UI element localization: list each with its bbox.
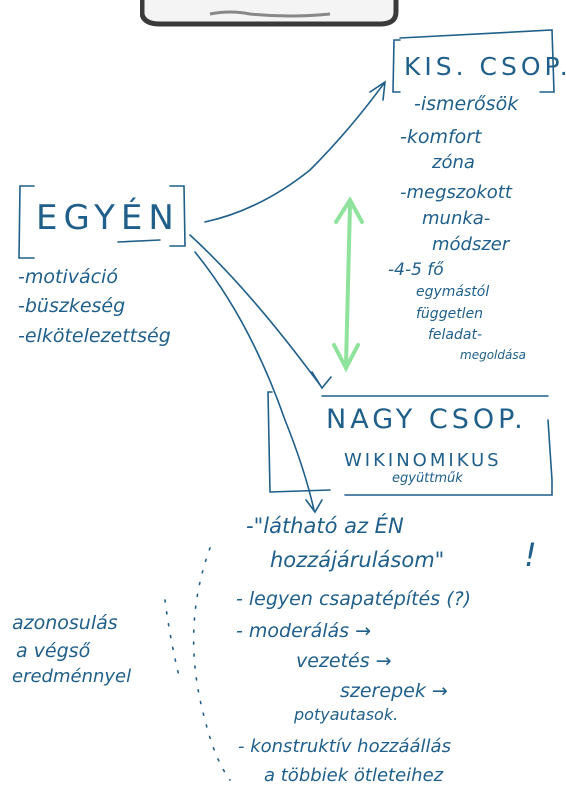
small-group-item: egymástól	[416, 284, 490, 300]
list-line: - konstruktív hozzáállás	[238, 736, 451, 757]
green-double-arrow	[332, 196, 364, 373]
line-to-list	[194, 251, 323, 514]
list-line: potyautasok.	[294, 705, 399, 724]
large-group-subtitle-2: együttműk	[392, 471, 463, 486]
small-group-item: zóna	[432, 152, 475, 173]
small-group-item: -ismerősök	[414, 93, 519, 115]
individual-item: -elkötelezettség	[18, 325, 171, 347]
list-line: -"látható az ÉN	[246, 514, 404, 538]
dotted-bracket	[192, 547, 231, 781]
list-line: hozzájárulásom"	[270, 548, 445, 572]
small-group-item: -4-5 fő	[388, 260, 444, 280]
small-group-item: független	[416, 306, 484, 322]
small-group-title: KIS. CSOP.	[404, 52, 566, 81]
side-note-line: eredménnyel	[12, 666, 132, 687]
arrow-to-small-group	[204, 80, 386, 223]
list-exclamation: !	[524, 536, 537, 574]
small-group-item: módszer	[432, 234, 510, 255]
individual-title: EGYÉN	[36, 198, 180, 238]
arrow-to-large-group	[189, 234, 332, 390]
small-group-item: -komfort	[400, 126, 482, 148]
list-line: vezetés →	[296, 650, 392, 672]
dotted-bracket-inner	[164, 599, 181, 681]
large-group-box	[267, 391, 553, 496]
small-group-item: -megszokott	[400, 182, 512, 203]
individual-box	[18, 185, 186, 259]
binder-clip-icon	[140, 0, 399, 27]
small-group-item: megoldása	[460, 348, 526, 362]
large-group-subtitle: WIKINOMIKUS	[344, 450, 502, 471]
list-line: - legyen csapatépítés (?)	[236, 588, 472, 610]
individual-item: -motiváció	[18, 266, 118, 288]
small-group-item: feladat-	[428, 327, 483, 343]
small-group-box	[392, 29, 555, 93]
list-line: - moderálás →	[236, 620, 372, 642]
large-group-title: NAGY CSOP.	[326, 404, 527, 435]
list-line: a többiek ötleteihez	[264, 765, 444, 786]
small-group-item: munka-	[422, 208, 491, 229]
list-line: szerepek →	[340, 680, 448, 702]
individual-item: -büszkeség	[18, 295, 126, 317]
side-note-line: a végső	[16, 640, 91, 662]
side-note-line: azonosulás	[12, 612, 118, 634]
